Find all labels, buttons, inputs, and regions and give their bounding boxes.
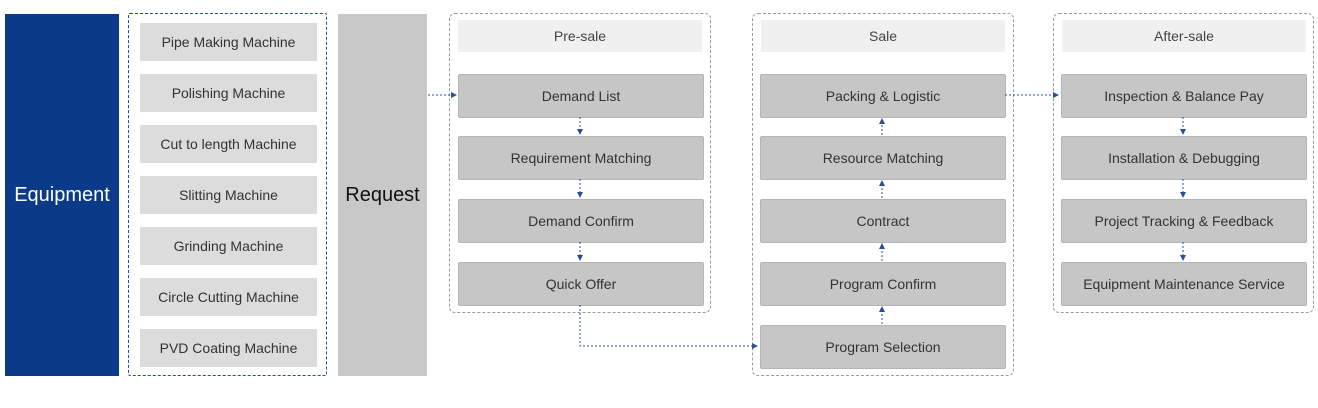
aftersale-title: After-sale: [1062, 20, 1306, 52]
machine-item: Cut to length Machine: [140, 125, 317, 163]
request-label: Request: [345, 183, 420, 206]
machine-list: Pipe Making Machine Polishing Machine Cu…: [128, 13, 327, 376]
sale-step: Program Selection: [760, 325, 1006, 369]
presale-stage: Pre-sale: [449, 13, 711, 313]
request-block: Request: [338, 14, 427, 376]
sale-step: Resource Matching: [760, 136, 1006, 180]
aftersale-step: Project Tracking & Feedback: [1061, 199, 1307, 243]
aftersale-step: Inspection & Balance Pay: [1061, 74, 1307, 118]
equipment-block: Equipment: [5, 14, 119, 376]
machine-item: Polishing Machine: [140, 74, 317, 112]
sale-stage: Sale: [752, 13, 1014, 376]
aftersale-step: Equipment Maintenance Service: [1061, 262, 1307, 306]
presale-title: Pre-sale: [458, 20, 702, 52]
presale-step: Requirement Matching: [458, 136, 704, 180]
machine-item: Circle Cutting Machine: [140, 278, 317, 316]
equipment-label: Equipment: [14, 183, 110, 206]
sale-title: Sale: [761, 20, 1005, 52]
presale-step: Quick Offer: [458, 262, 704, 306]
sale-step: Packing & Logistic: [760, 74, 1006, 118]
presale-step: Demand List: [458, 74, 704, 118]
machine-item: Pipe Making Machine: [140, 23, 317, 61]
machine-item: Grinding Machine: [140, 227, 317, 265]
machine-item: PVD Coating Machine: [140, 329, 317, 367]
machine-item: Slitting Machine: [140, 176, 317, 214]
aftersale-stage: After-sale: [1053, 13, 1314, 313]
sale-step: Contract: [760, 199, 1006, 243]
presale-step: Demand Confirm: [458, 199, 704, 243]
aftersale-step: Installation & Debugging: [1061, 136, 1307, 180]
arrow-presale-to-sale: [579, 305, 758, 349]
sale-step: Program Confirm: [760, 262, 1006, 306]
